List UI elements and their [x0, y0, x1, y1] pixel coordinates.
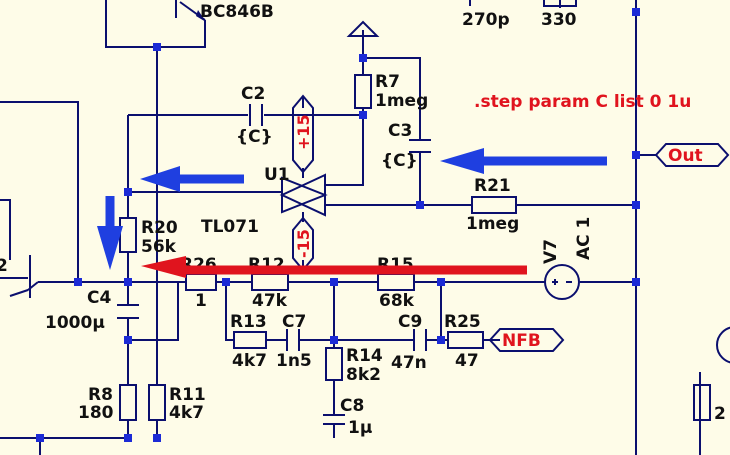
c4-ref: C4	[87, 288, 111, 308]
net-label-nfb[interactable]: NFB	[488, 328, 565, 352]
left-edge-digit: 2	[0, 256, 8, 276]
resistor-r20[interactable]: R20 56k	[119, 217, 178, 257]
vpos-flag[interactable]: +15	[292, 94, 314, 174]
capacitor-c9[interactable]: C9 47n	[391, 312, 427, 373]
v7-value: AC 1	[574, 217, 594, 260]
resistor-r25[interactable]: R25 47	[444, 312, 484, 371]
top-res-value: 330	[541, 10, 577, 30]
r8-ref: R8	[88, 385, 113, 405]
c2-value: {C}	[236, 127, 273, 147]
r26-value: 1	[195, 291, 207, 311]
c8-ref: C8	[340, 396, 364, 416]
c7-value: 1n5	[276, 351, 312, 371]
resistor-r7[interactable]: R7 1meg	[354, 72, 428, 111]
resistor-r14[interactable]: R14 8k2	[325, 346, 383, 385]
capacitor-c7[interactable]: C7 1n5	[276, 312, 312, 371]
c9-value: 47n	[391, 353, 427, 373]
arrow-red	[141, 256, 527, 278]
resistor-r13[interactable]: R13 4k7	[230, 312, 267, 371]
r14-value: 8k2	[346, 365, 381, 385]
capacitor-c3[interactable]: C3 {C}	[381, 121, 431, 171]
c4-value: 1000µ	[45, 313, 105, 333]
spice-directive[interactable]: .step param C list 0 1u	[474, 92, 691, 112]
wires	[0, 0, 701, 455]
r15-value: 68k	[379, 291, 415, 311]
net-label-out[interactable]: Out	[654, 143, 730, 167]
r11-ref: R11	[169, 385, 206, 405]
vneg-flag[interactable]: -15	[292, 216, 314, 272]
vneg-label: -15	[294, 229, 313, 258]
resistor-r12[interactable]: R12 47k	[248, 255, 289, 311]
r11-value: 4k7	[169, 403, 204, 423]
resistor-r15[interactable]: R15 68k	[377, 255, 415, 311]
vpos-label: +15	[294, 114, 313, 150]
c3-ref: C3	[388, 121, 412, 141]
arrow-blue-top	[140, 166, 244, 192]
r21-ref: R21	[474, 176, 511, 196]
top-resistor-body[interactable]	[543, 0, 577, 7]
r12-value: 47k	[252, 291, 288, 311]
r21-value: 1meg	[466, 214, 519, 234]
resistor-r11[interactable]: R11 4k7	[148, 384, 206, 423]
right-edge-digit: 2	[714, 404, 726, 424]
r13-value: 4k7	[232, 351, 267, 371]
r7-ref: R7	[375, 72, 400, 92]
r14-ref: R14	[346, 346, 383, 366]
opamp-u1[interactable]: U1 TL071	[201, 165, 328, 237]
arrow-blue-down	[97, 196, 123, 270]
transistor-part-label: BC846B	[200, 2, 274, 22]
transistor-bc846b[interactable]: BC846B	[175, 0, 274, 22]
capacitor-c8[interactable]: C8 1µ	[323, 396, 372, 438]
supply-triangle-icon	[346, 20, 380, 37]
r25-value: 47	[455, 351, 479, 371]
v7-ref: V7	[541, 239, 561, 264]
out-label: Out	[668, 146, 703, 166]
r20-value: 56k	[141, 237, 177, 257]
r13-ref: R13	[230, 312, 267, 332]
arrow-blue-right	[440, 148, 607, 174]
nfb-label: NFB	[502, 331, 541, 351]
opamp-ref: U1	[264, 165, 290, 185]
junctions	[36, 8, 640, 442]
r7-value: 1meg	[375, 91, 428, 111]
c7-ref: C7	[282, 312, 306, 332]
resistor-r8[interactable]: R8 180	[78, 384, 137, 423]
r8-value: 180	[78, 403, 114, 423]
voltage-source-v7[interactable]: V7 AC 1	[541, 217, 594, 300]
top-cap-value: 270p	[462, 10, 510, 30]
r20-ref: R20	[141, 218, 178, 238]
c3-value: {C}	[381, 151, 418, 171]
c8-value: 1µ	[348, 418, 372, 438]
capacitor-c4[interactable]: C4 1000µ	[45, 288, 139, 333]
resistor-r21[interactable]: R21 1meg	[466, 176, 519, 234]
partial-resistor-right[interactable]	[693, 384, 711, 421]
r25-ref: R25	[444, 312, 481, 332]
opamp-part: TL071	[201, 217, 259, 237]
c2-ref: C2	[241, 84, 265, 104]
partial-source-right[interactable]	[716, 326, 730, 364]
c9-ref: C9	[398, 312, 422, 332]
capacitor-c2[interactable]: C2 {C}	[236, 84, 273, 147]
